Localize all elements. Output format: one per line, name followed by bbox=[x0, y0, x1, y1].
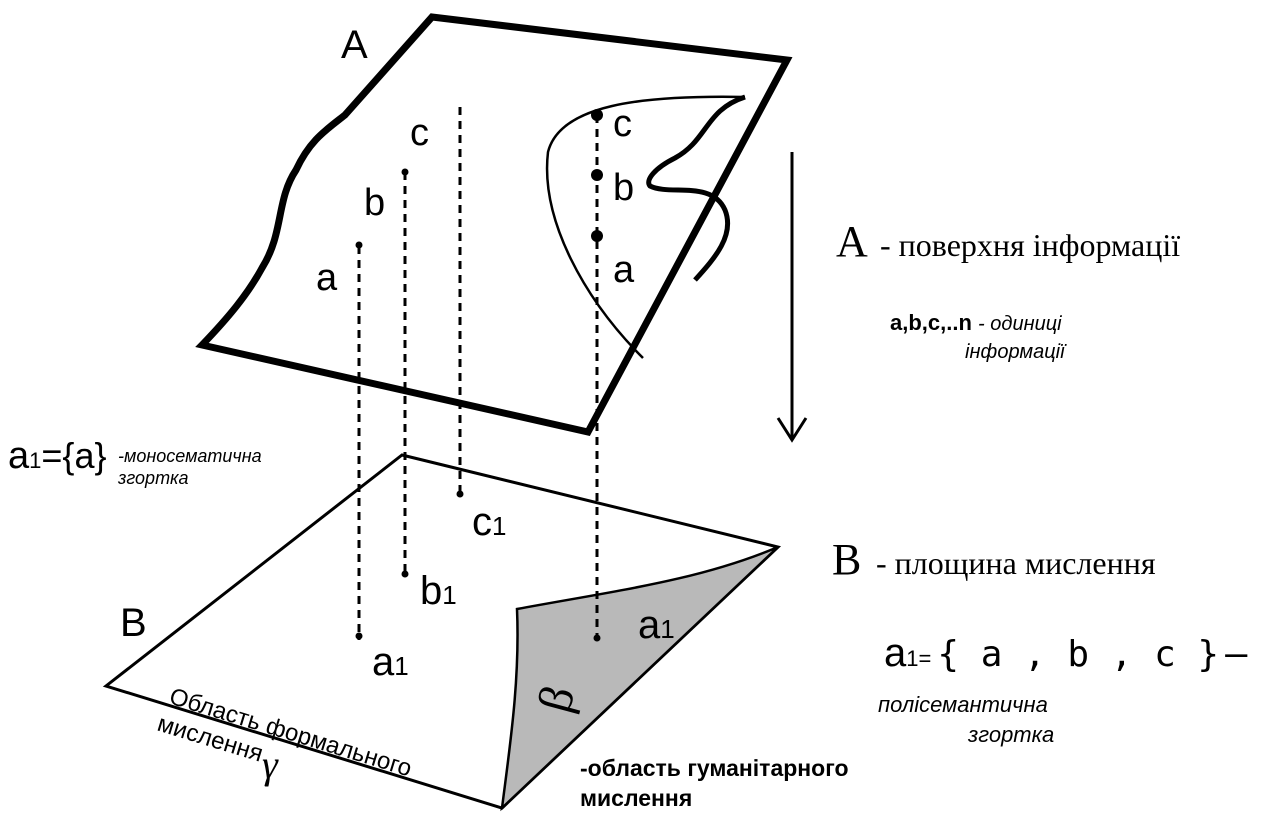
point-fold-b bbox=[591, 169, 603, 181]
point-fold-a bbox=[591, 230, 603, 242]
fold-label-a1: a1 bbox=[638, 603, 675, 647]
point-fold-c bbox=[591, 109, 603, 121]
point-a1 bbox=[355, 632, 363, 640]
poly-line2: згортка bbox=[967, 722, 1054, 747]
legend-polysemantic: a1={ a , b , c }– полісемантична згортка bbox=[878, 631, 1248, 747]
surface-a bbox=[195, 13, 793, 437]
plane-b-corner-label: B bbox=[120, 601, 147, 645]
label-a1: a1 bbox=[372, 640, 409, 684]
poly-line1: полісемантична bbox=[878, 692, 1048, 717]
legend-a-letter: A bbox=[836, 217, 868, 266]
point-b1 bbox=[401, 570, 409, 578]
legend-plane-b: B - площина мислення bbox=[832, 535, 1156, 584]
label-b: b bbox=[364, 182, 385, 224]
point-a bbox=[355, 241, 363, 249]
legend-monosemantic: a1={a} -моносематична згортка bbox=[8, 435, 262, 488]
point-c1 bbox=[456, 490, 464, 498]
label-c: c bbox=[410, 112, 429, 154]
units-line1: a,b,c,..n - одиниці bbox=[890, 310, 1062, 335]
fold-label-b: b bbox=[613, 167, 634, 209]
surface-points bbox=[355, 109, 603, 249]
surface-a-fold-wave bbox=[646, 94, 746, 282]
legend-humanitarian: -область гуманітарного мислення bbox=[580, 755, 849, 811]
units-line2: інформації bbox=[965, 341, 1067, 363]
legend-units: a,b,c,..n - одиниці інформації bbox=[890, 310, 1067, 363]
projection-lines bbox=[357, 107, 599, 640]
surface-a-outline bbox=[195, 13, 793, 437]
mono-formula: a1={a} bbox=[8, 435, 106, 477]
fold-label-a: a bbox=[613, 249, 635, 291]
point-b bbox=[401, 168, 409, 176]
plane-b bbox=[102, 453, 782, 812]
mono-line2: згортка bbox=[117, 468, 189, 488]
down-arrow-icon bbox=[776, 152, 808, 443]
poly-formula: a1={ a , b , c }– bbox=[884, 631, 1248, 675]
point-fold-a1 bbox=[593, 634, 601, 642]
label-a: a bbox=[316, 257, 338, 299]
fold-label-c: c bbox=[613, 103, 632, 145]
label-b1: b1 bbox=[420, 569, 457, 613]
surface-a-corner-label: A bbox=[341, 23, 368, 67]
humanitarian-line2: мислення bbox=[580, 785, 692, 811]
legend-a-text: - поверхня інформації bbox=[880, 227, 1180, 263]
label-c1: c1 bbox=[472, 500, 506, 544]
plane-points bbox=[355, 490, 601, 642]
mono-line1: -моносематична bbox=[118, 446, 262, 466]
humanitarian-line1: -область гуманітарного bbox=[580, 755, 849, 781]
humanitarian-region bbox=[500, 545, 779, 812]
surface-a-fold-curve bbox=[545, 95, 746, 359]
legend-b-text: - площина мислення bbox=[876, 545, 1156, 581]
legend-b-letter: B bbox=[832, 535, 861, 584]
legend-surface-a: A - поверхня інформації bbox=[836, 217, 1180, 266]
gamma-symbol: γ bbox=[262, 742, 279, 787]
